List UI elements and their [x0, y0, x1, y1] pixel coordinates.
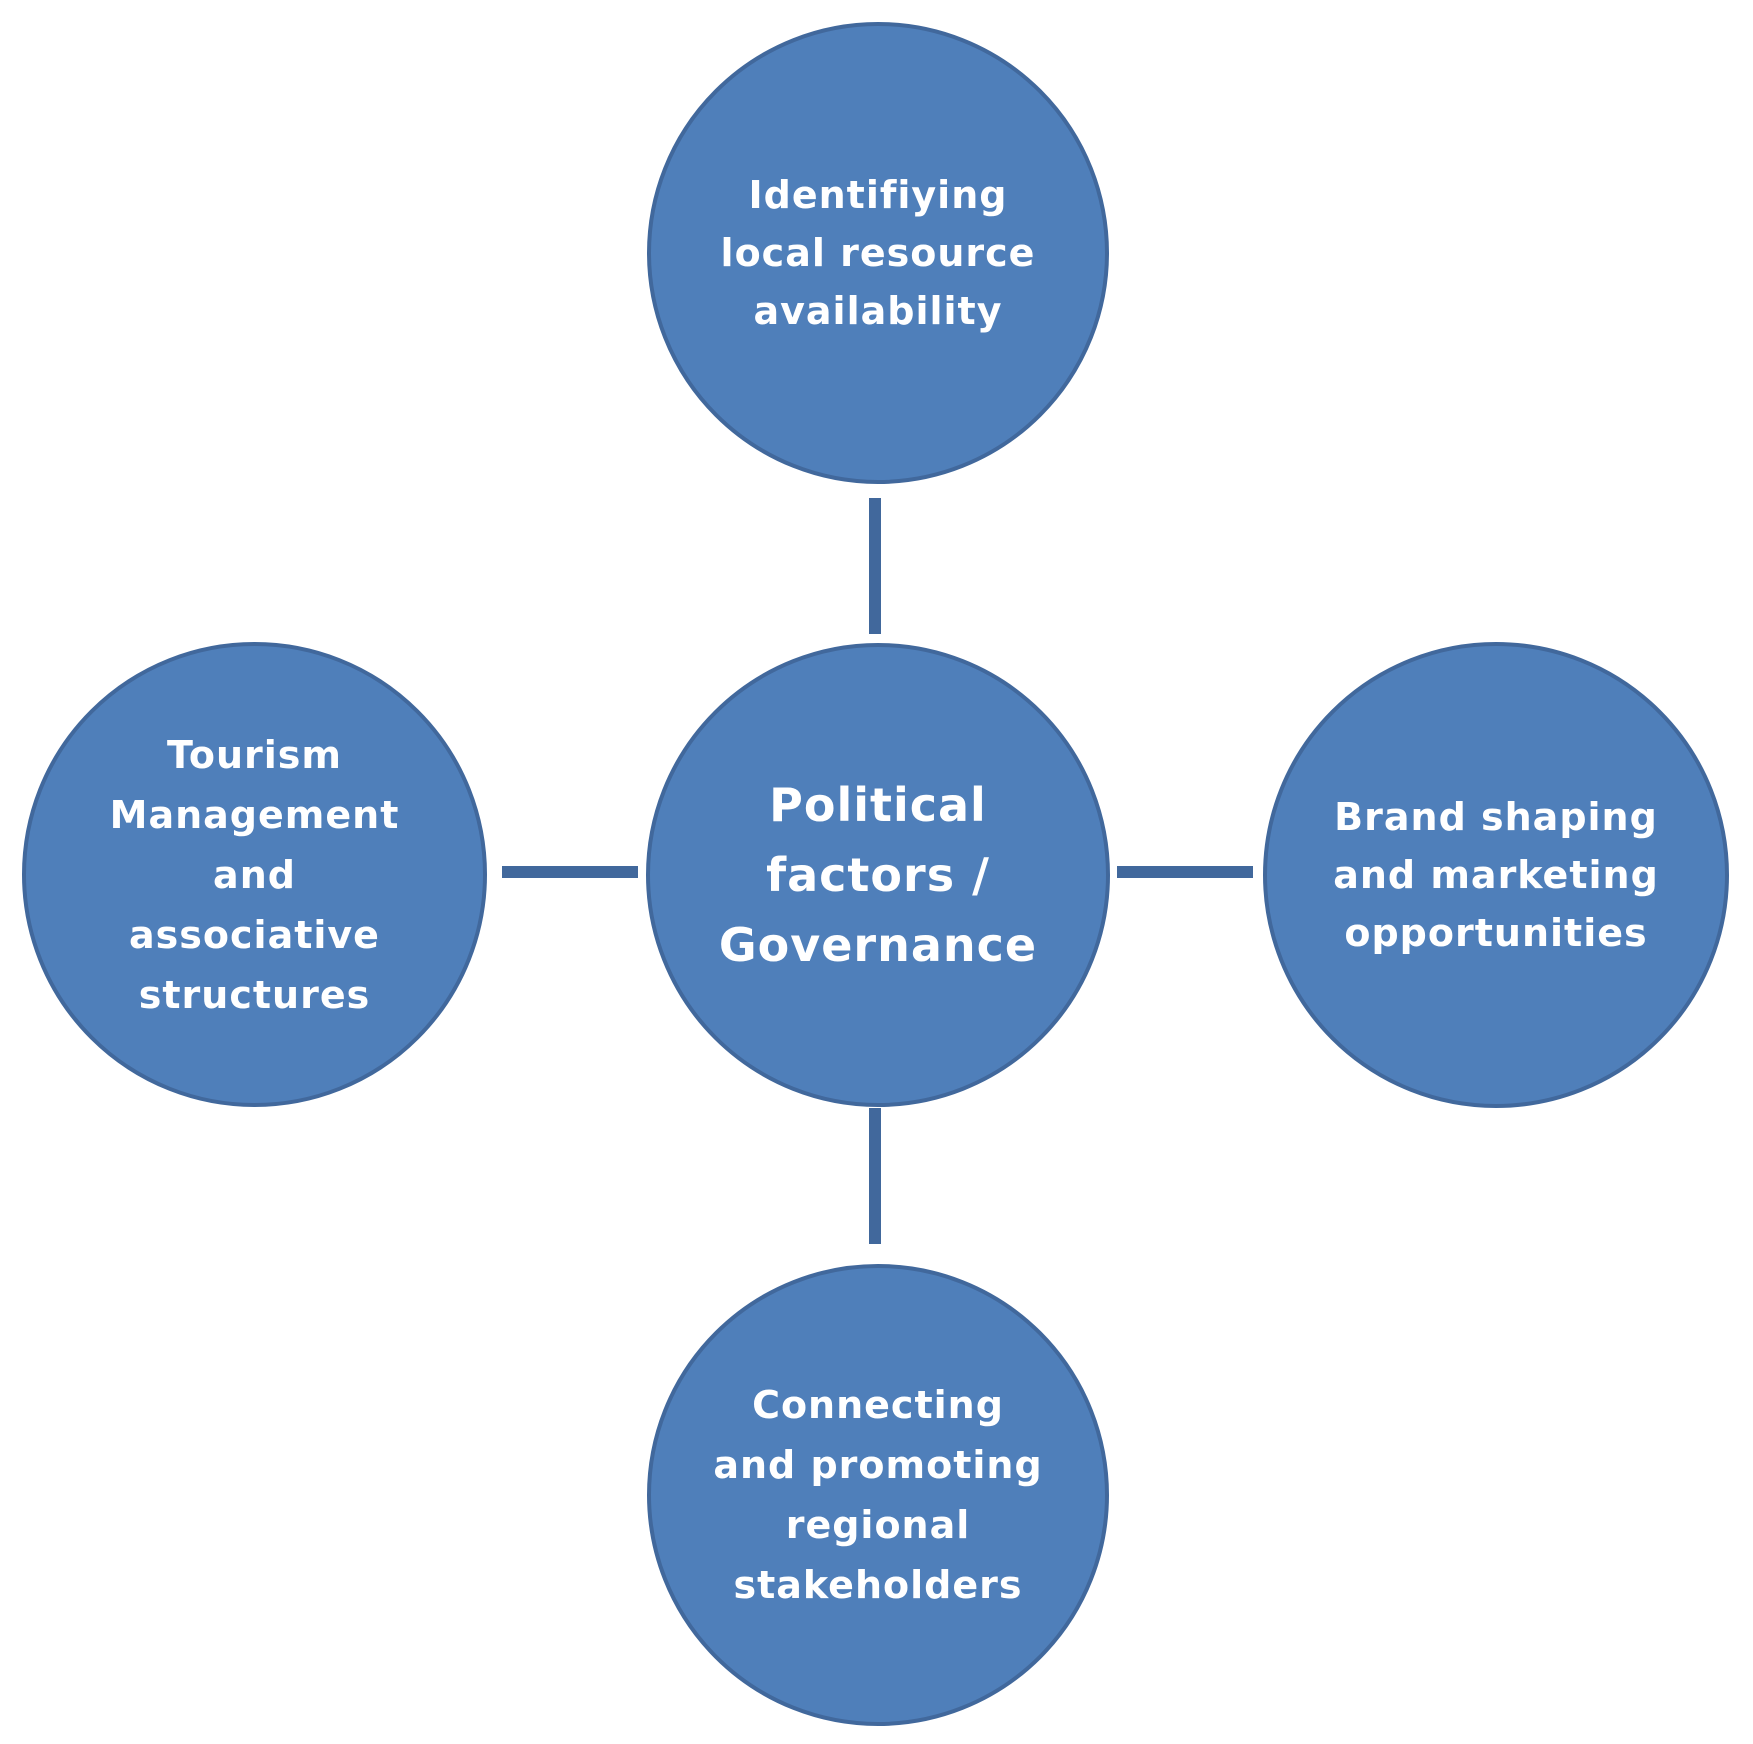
- node-center-governance: Political factors / Governance: [646, 643, 1110, 1107]
- node-center-governance-label: Political factors / Governance: [718, 778, 1038, 972]
- node-local-resources-label: Identifiying local resource availability: [720, 173, 1036, 333]
- connector-left: [502, 866, 638, 878]
- node-regional-stakeholders-label: Connecting and promoting regional stakeh…: [713, 1383, 1043, 1607]
- node-regional-stakeholders: Connecting and promoting regional stakeh…: [647, 1264, 1109, 1726]
- node-local-resources: Identifiying local resource availability: [647, 22, 1109, 484]
- connector-top: [869, 498, 881, 634]
- node-brand-shaping-label: Brand shaping and marketing opportunitie…: [1333, 795, 1659, 955]
- node-brand-shaping: Brand shaping and marketing opportunitie…: [1263, 642, 1729, 1108]
- node-tourism-management-label: Tourism Management and associative struc…: [109, 732, 400, 1017]
- connector-right: [1117, 866, 1253, 878]
- connector-bottom: [869, 1108, 881, 1244]
- node-tourism-management: Tourism Management and associative struc…: [22, 642, 487, 1107]
